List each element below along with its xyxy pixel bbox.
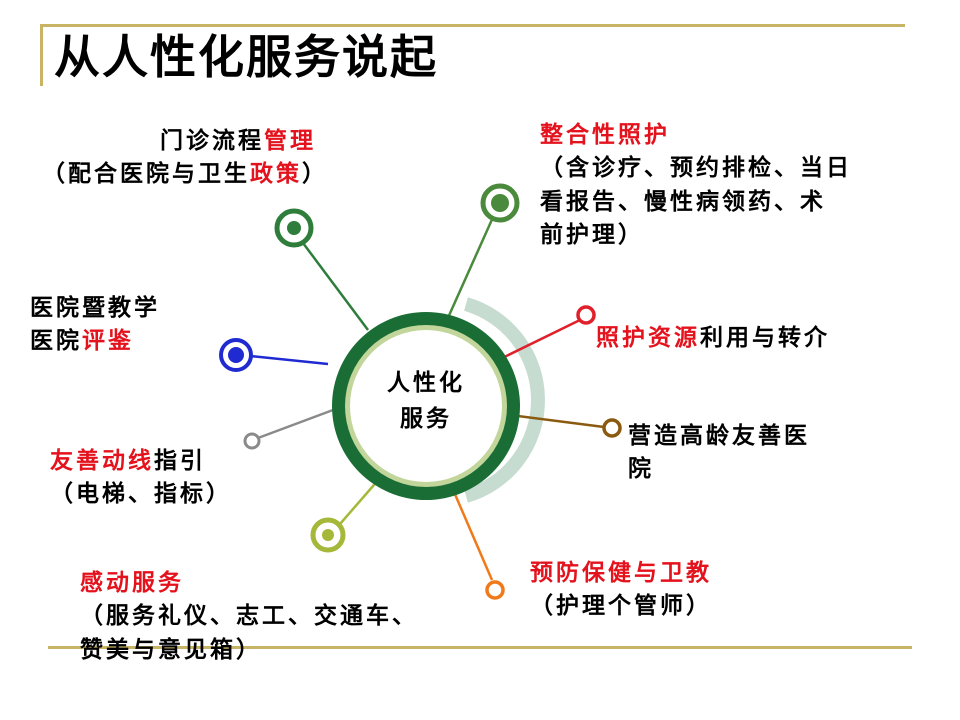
label-text: 看报告、慢性病领药、术 bbox=[540, 187, 826, 215]
label-text: ） bbox=[302, 160, 328, 188]
label-care-resources: 照护资源利用与转介 bbox=[596, 321, 830, 354]
spoke-prevention bbox=[449, 484, 494, 581]
label-outpatient: 门诊流程管理（配合医院与卫生政策） bbox=[42, 124, 328, 191]
branch-label-line: 预防保健与卫教 bbox=[530, 556, 712, 589]
highlight-text: 感动服务 bbox=[80, 569, 184, 596]
branch-label-line: 营造高龄友善医 bbox=[628, 419, 810, 452]
label-text: （配合医院与卫生 bbox=[42, 160, 250, 188]
spoke-teaching-hospital bbox=[249, 354, 329, 366]
branch-label-line: 看报告、慢性病领药、术 bbox=[540, 185, 852, 218]
branch-label-line: （电梯、指标） bbox=[50, 477, 232, 510]
branch-label-line: 医院暨教学 bbox=[30, 291, 160, 324]
label-text: （服务礼仪、志工、交通车、 bbox=[80, 602, 418, 630]
label-text: 指引 bbox=[154, 447, 206, 474]
highlight-text: 预防保健与卫教 bbox=[530, 559, 712, 586]
label-moving-service: 感动服务 （服务礼仪、志工、交通车、赞美与意见箱） bbox=[80, 566, 418, 666]
branch-label-line: 感动服务 bbox=[80, 566, 418, 599]
spoke-wayfinding bbox=[257, 408, 334, 440]
node-care-resources bbox=[576, 305, 596, 325]
decorative-arc bbox=[464, 297, 545, 503]
label-text: 院 bbox=[628, 455, 654, 483]
label-text: 利用与转介 bbox=[700, 324, 830, 351]
node-moving-service bbox=[310, 517, 346, 553]
top-left-rule bbox=[40, 24, 43, 86]
node-teaching-hospital bbox=[219, 338, 253, 372]
branch-label-line: 院 bbox=[628, 452, 810, 485]
label-text: 门诊流程 bbox=[160, 127, 264, 154]
hub-label: 人性化 服务 bbox=[348, 365, 504, 436]
label-text: （护理个管师） bbox=[530, 592, 712, 620]
label-teaching-hospital: 医院暨教学医院评鉴 bbox=[30, 291, 160, 358]
hub-label-line-1: 人性化 bbox=[387, 369, 465, 396]
highlight-text: 整合性照护 bbox=[540, 121, 670, 148]
node-wayfinding bbox=[243, 432, 261, 450]
branch-label-line: 照护资源利用与转介 bbox=[596, 321, 830, 354]
label-text: 营造高龄友善医 bbox=[628, 422, 810, 449]
highlight-text: 照护资源 bbox=[596, 324, 700, 351]
hub-label-line-2: 服务 bbox=[400, 404, 452, 432]
label-prevention: 预防保健与卫教 （护理个管师） bbox=[530, 556, 712, 623]
spoke-outpatient bbox=[301, 242, 370, 331]
branch-label-line: （配合医院与卫生政策） bbox=[42, 157, 328, 190]
branch-label-line: 前护理） bbox=[540, 218, 852, 251]
node-prevention bbox=[485, 580, 505, 600]
label-wayfinding: 友善动线指引 （电梯、指标） bbox=[50, 444, 232, 511]
hub-inner-disc bbox=[350, 330, 502, 482]
label-text: 医院暨教学 bbox=[30, 294, 160, 321]
label-text: （含诊疗、预约排检、当日 bbox=[540, 154, 852, 182]
highlight-text: 管理 bbox=[264, 127, 316, 154]
branch-label-line: 赞美与意见箱） bbox=[80, 633, 418, 666]
slide-title: 从人性化服务说起 bbox=[54, 30, 438, 84]
highlight-text: 友善动线 bbox=[50, 447, 154, 474]
highlight-text: 评鉴 bbox=[82, 327, 134, 355]
label-text: 赞美与意见箱） bbox=[80, 635, 262, 663]
node-integrated-care bbox=[480, 183, 520, 223]
highlight-text: 政策 bbox=[250, 160, 302, 188]
label-integrated-care: 整合性照护 （含诊疗、预约排检、当日看报告、慢性病领药、术前护理） bbox=[540, 118, 852, 251]
branch-label-line: 门诊流程管理 bbox=[42, 124, 328, 157]
node-outpatient bbox=[274, 208, 314, 248]
branch-label-line: （护理个管师） bbox=[530, 589, 712, 622]
branch-label-line: 整合性照护 bbox=[540, 118, 852, 151]
branch-label-line: （服务礼仪、志工、交通车、 bbox=[80, 599, 418, 632]
label-text: 医院 bbox=[30, 327, 82, 355]
label-text: 前护理） bbox=[540, 221, 644, 249]
node-elder-friendly bbox=[602, 418, 622, 438]
spoke-moving-service bbox=[339, 477, 381, 525]
label-text: （电梯、指标） bbox=[50, 480, 232, 508]
branch-label-line: 友善动线指引 bbox=[50, 444, 232, 477]
top-rule bbox=[40, 24, 905, 27]
spoke-integrated-care bbox=[445, 214, 496, 321]
branch-label-line: 医院评鉴 bbox=[30, 324, 160, 357]
branch-label-line: （含诊疗、预约排检、当日 bbox=[540, 151, 852, 184]
bottom-rule bbox=[48, 646, 912, 649]
label-elder-friendly: 营造高龄友善医院 bbox=[628, 419, 810, 486]
